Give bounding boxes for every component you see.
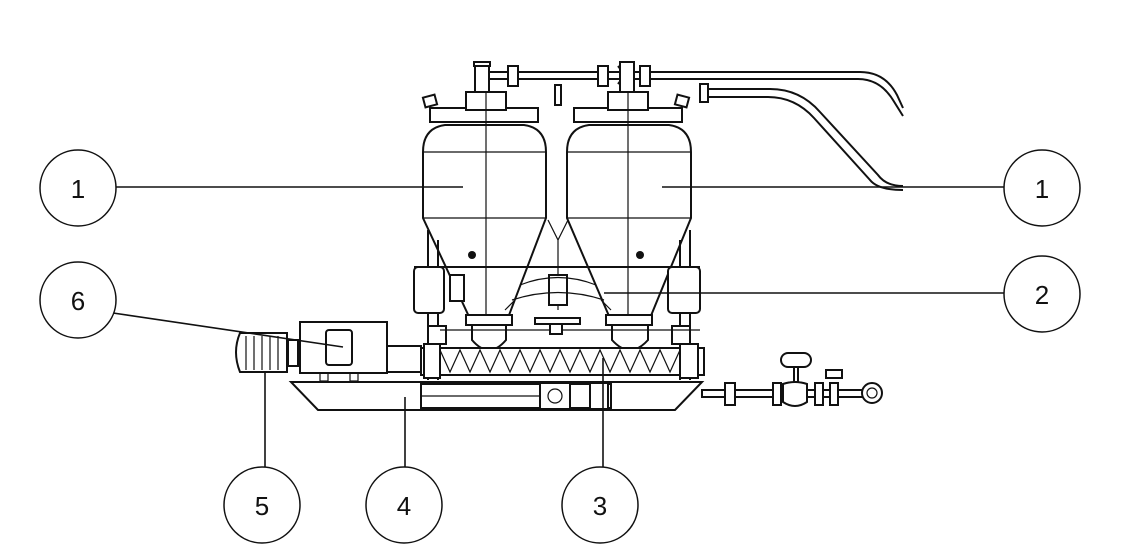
- support-frame: [413, 219, 701, 380]
- top-pipes: [473, 61, 904, 191]
- callout-screw-conveyor: 3: [561, 466, 639, 544]
- callout-frame: 2: [1003, 255, 1081, 333]
- callout-number: 1: [1035, 174, 1049, 204]
- callout-motor: 5: [223, 466, 301, 544]
- callout-gearbox: 6: [39, 261, 117, 339]
- callout-number: 2: [1035, 280, 1049, 310]
- callout-number: 6: [71, 286, 85, 316]
- callout-number: 1: [71, 174, 85, 204]
- screw-conveyor: [420, 343, 705, 379]
- base-tray: [288, 381, 705, 411]
- discharge-pipe: [701, 352, 883, 407]
- callout-number: 3: [593, 491, 607, 521]
- silo-right: [566, 91, 692, 351]
- callout-number: 4: [397, 491, 411, 521]
- gearbox: [299, 321, 422, 382]
- callout-number: 5: [255, 491, 269, 521]
- leader-lines: [112, 186, 1004, 467]
- callout-silo-right: 1: [1003, 149, 1081, 227]
- motor: [235, 332, 299, 373]
- callout-silo-left: 1: [39, 149, 117, 227]
- callout-base: 4: [365, 466, 443, 544]
